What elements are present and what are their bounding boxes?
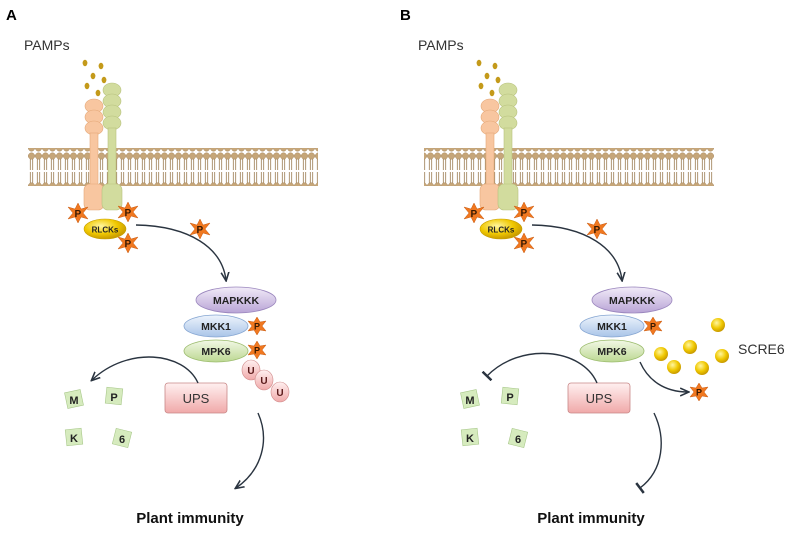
svg-text:M: M — [465, 395, 474, 407]
mapkkk — [195, 286, 277, 314]
inhibited-degradation — [481, 352, 598, 384]
svg-text:P: P — [254, 346, 260, 356]
svg-text:P: P — [254, 322, 260, 332]
svg-text:U: U — [260, 376, 267, 387]
mpk6 — [183, 339, 249, 363]
mpk6-fragments: M P K 6 — [64, 386, 133, 449]
svg-text:P: P — [521, 208, 528, 219]
mkk1 — [183, 314, 249, 338]
mpk6-label: MPK6 — [201, 346, 230, 358]
svg-text:P: P — [75, 209, 82, 220]
activation-arrow — [531, 224, 622, 280]
svg-text:P: P — [506, 392, 513, 404]
panel-b-letter: B — [400, 7, 411, 24]
ups-box — [567, 382, 631, 414]
phospho-stars-receptor: P P P — [67, 201, 139, 254]
scre6-label: SCRE6 — [738, 341, 785, 357]
free-phosphate: P — [189, 218, 211, 240]
svg-text:6: 6 — [515, 434, 521, 446]
activation-arrow — [135, 224, 226, 280]
cell-membrane — [424, 148, 714, 186]
mkk1-label: MKK1 — [201, 321, 231, 333]
mkk1-label: MKK1 — [597, 321, 627, 333]
svg-text:P: P — [594, 225, 601, 236]
dephosphorylation-arrow — [639, 361, 688, 392]
rlcks: RLCKs — [479, 218, 523, 240]
mapkkk-label: MAPKKK — [213, 295, 259, 307]
pamp-dots — [476, 59, 501, 97]
svg-text:P: P — [696, 388, 702, 398]
mapkkk-label: MAPKKK — [609, 295, 655, 307]
pamps-label: PAMPs — [24, 37, 70, 53]
svg-text:RLCKs: RLCKs — [488, 226, 515, 235]
plant-immunity-label: Plant immunity — [136, 510, 244, 527]
mapkkk — [591, 286, 673, 314]
svg-text:RLCKs: RLCKs — [92, 226, 119, 235]
pamp-dots — [82, 59, 107, 97]
svg-text:K: K — [466, 433, 474, 445]
mkk1 — [579, 314, 645, 338]
svg-text:P: P — [110, 392, 117, 404]
svg-text:U: U — [276, 388, 283, 399]
svg-text:P: P — [650, 322, 656, 332]
immunity-arrow — [236, 412, 265, 488]
mapk-cascade: MAPKKK MKK1 MPK6 P — [579, 286, 673, 363]
svg-text:6: 6 — [119, 434, 125, 446]
mpk6-label: MPK6 — [597, 346, 626, 358]
receptor-complex — [479, 82, 519, 211]
scre6-molecules — [654, 318, 729, 375]
mapk-cascade: MAPKKK MKK1 MPK6 P P — [183, 286, 277, 363]
svg-text:P: P — [521, 239, 528, 250]
pamps-label: PAMPs — [418, 37, 464, 53]
panel-a-letter: A — [6, 7, 17, 24]
ups-label: UPS — [183, 391, 210, 406]
rlcks: RLCKs — [83, 218, 127, 240]
free-phosphate: P — [586, 218, 608, 240]
mpk6 — [579, 339, 645, 363]
ubiquitin-chain: U U U — [241, 359, 290, 403]
released-phosphate: P — [689, 382, 709, 402]
ups-box — [164, 382, 228, 414]
inhibited-immunity — [635, 412, 662, 494]
panel-a: A PAMPs — [6, 7, 318, 527]
panel-b: B PAMPs — [400, 7, 785, 527]
svg-text:P: P — [125, 208, 132, 219]
plant-immunity-label: Plant immunity — [537, 510, 645, 527]
svg-text:P: P — [197, 225, 204, 236]
degradation-arrow — [92, 356, 199, 384]
ups-label: UPS — [586, 391, 613, 406]
receptor-complex — [83, 82, 123, 211]
svg-text:P: P — [471, 209, 478, 220]
cell-membrane — [28, 148, 318, 186]
svg-text:U: U — [247, 366, 254, 377]
mpk6-fragments: M P K 6 — [460, 386, 529, 449]
svg-text:M: M — [69, 395, 78, 407]
svg-text:K: K — [70, 433, 78, 445]
svg-text:P: P — [125, 239, 132, 250]
